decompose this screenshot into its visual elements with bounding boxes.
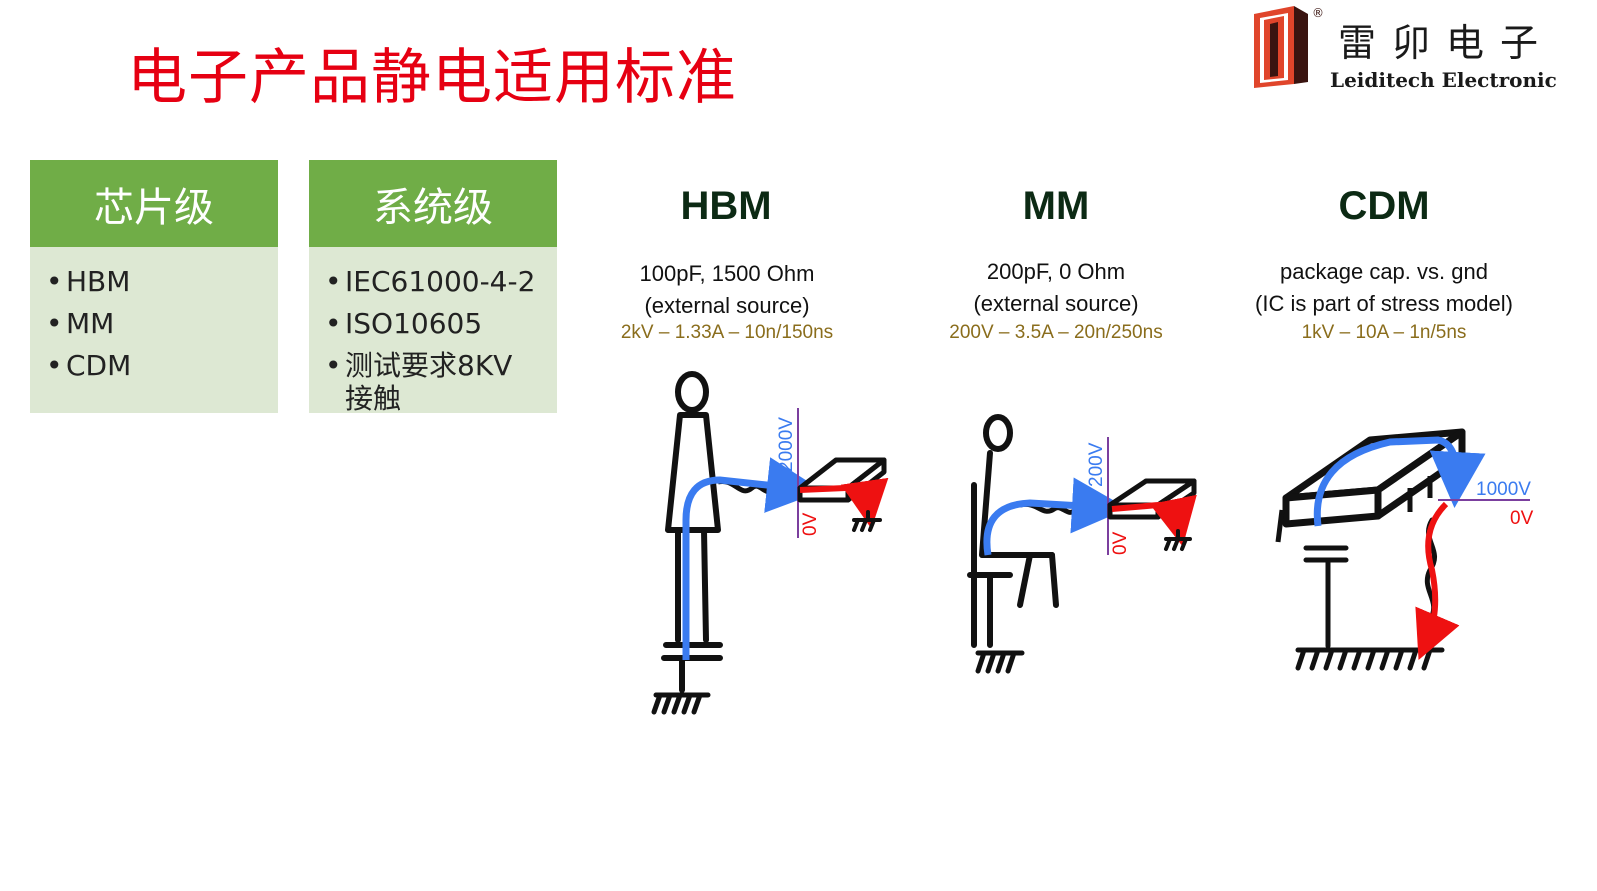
discharge-arrow-icon [682, 457, 823, 660]
ground-icon [975, 650, 1025, 674]
voltage-high-label: 2000V [776, 417, 797, 472]
model-desc-mm-line1: 200pF, 0 Ohm [986, 259, 1126, 284]
ic-package-icon [1107, 478, 1197, 520]
model-spec-cdm: 1kV – 10A – 1n/5ns [1301, 322, 1467, 343]
voltage-low-label: 0V [1510, 508, 1534, 529]
logo-brand-en: Leiditech Electronic [1330, 68, 1557, 92]
page-title: 电子产品静电适用标准 [127, 43, 737, 113]
human-body-figure-icon [661, 371, 723, 693]
model-desc-cdm-line1: package cap. vs. gnd [1280, 259, 1488, 284]
voltage-high-label: 200V [1086, 442, 1107, 487]
panel-list: HBM MM CDM [30, 247, 278, 387]
model-spec-hbm: 2kV – 1.33A – 10n/150ns [620, 322, 834, 343]
panel-heading: 系统级 [309, 160, 557, 247]
panel-list: IEC61000-4-2 ISO10605 测试要求8KV接触 [309, 247, 557, 415]
list-item: MM [46, 303, 278, 345]
list-item: HBM [46, 261, 278, 303]
logo-brand-cn: 雷卯电子 [1338, 21, 1555, 65]
list-item: IEC61000-4-2 [325, 261, 557, 303]
model-title-hbm: HBM [680, 184, 772, 228]
model-desc-hbm-line1: 100pF, 1500 Ohm [639, 261, 815, 286]
mm-illustration: 200V 0V [967, 414, 1197, 674]
ic-package-icon [797, 457, 887, 503]
discharge-arrow-icon [983, 477, 1128, 556]
model-title-mm: MM [1022, 184, 1090, 228]
discharge-arrow-icon [1313, 436, 1486, 527]
panel-heading: 芯片级 [30, 160, 278, 247]
model-title-cdm: CDM [1338, 184, 1430, 228]
list-item: ISO10605 [325, 303, 557, 345]
cdm-illustration: 1000V 0V [1275, 428, 1534, 671]
list-item: 测试要求8KV接触 [325, 345, 535, 415]
logo-mark-icon [1254, 6, 1308, 88]
model-desc-cdm-line2: (IC is part of stress model) [1255, 291, 1513, 316]
panel-chip-level: 芯片级 HBM MM CDM [30, 160, 278, 413]
hbm-illustration: 2000V 0V [651, 371, 889, 715]
voltage-low-label: 0V [1110, 531, 1131, 555]
registered-mark: ® [1312, 6, 1324, 20]
panel-system-level: 系统级 IEC61000-4-2 ISO10605 测试要求8KV接触 [309, 160, 557, 415]
voltage-low-label: 0V [800, 512, 821, 536]
model-desc-mm-line2: (external source) [973, 291, 1139, 316]
seated-person-figure-icon [967, 414, 1059, 648]
list-item: CDM [46, 345, 278, 387]
model-desc-hbm-line2: (external source) [644, 293, 810, 318]
voltage-high-label: 1000V [1476, 479, 1531, 500]
model-spec-mm: 200V – 3.5A – 20n/250ns [949, 322, 1163, 343]
ground-icon [651, 692, 711, 715]
company-logo: ® 雷卯电子 Leiditech Electronic [1250, 4, 1580, 104]
